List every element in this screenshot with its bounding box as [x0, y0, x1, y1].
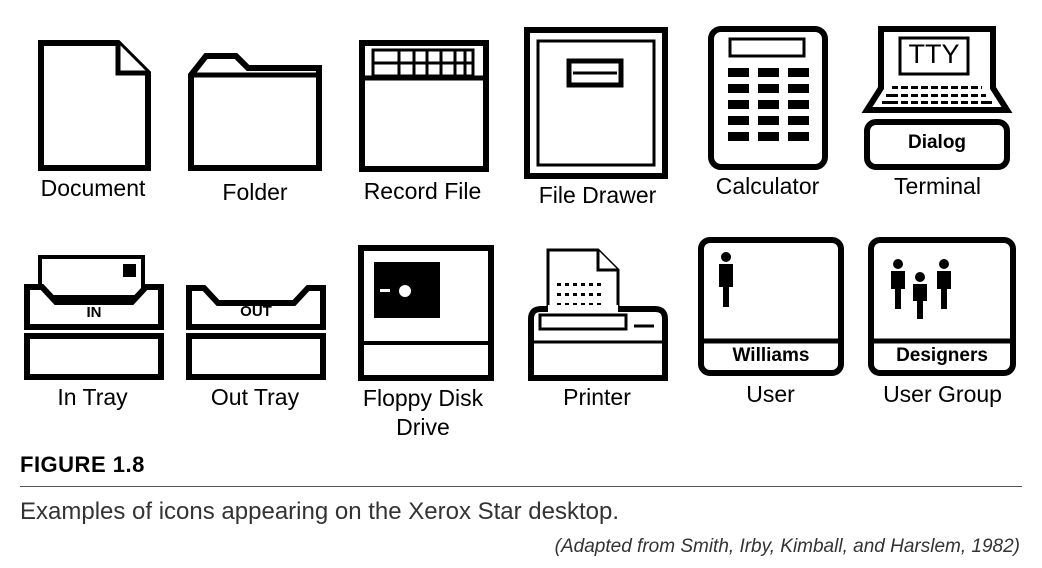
terminal-screen-text: TTY: [908, 39, 960, 69]
file-drawer-icon[interactable]: [524, 27, 668, 179]
printer-icon[interactable]: [528, 247, 668, 381]
figure-credit: (Adapted from Smith, Irby, Kimball, and …: [554, 536, 1020, 557]
out-tray-icon[interactable]: OUT: [186, 285, 326, 380]
figure-caption: Examples of icons appearing on the Xerox…: [20, 498, 620, 525]
user-name-text: Williams: [732, 345, 810, 366]
in-tray-label: In Tray: [57, 384, 128, 410]
floppy-label-line2: Drive: [396, 414, 450, 440]
out-tray-label: Out Tray: [210, 384, 300, 410]
document-icon[interactable]: [38, 40, 151, 171]
folder-icon[interactable]: [188, 53, 322, 171]
calculator-label: Calculator: [715, 173, 820, 199]
figure-label: FIGURE 1.8: [20, 452, 145, 477]
in-tray-text: IN: [86, 304, 102, 321]
terminal-label: Terminal: [894, 173, 981, 199]
floppy-label-line1: Floppy Disk: [362, 385, 484, 411]
caption-divider: [20, 486, 1022, 487]
user-group-label: User Group: [883, 381, 1002, 407]
in-tray-icon[interactable]: IN: [24, 254, 164, 380]
user-label: User: [746, 381, 795, 407]
terminal-icon[interactable]: TTY Dialog: [861, 26, 1013, 172]
folder-label: Folder: [222, 179, 288, 205]
file-drawer-label: File Drawer: [538, 182, 657, 208]
document-label: Document: [40, 175, 146, 201]
user-icon[interactable]: Williams: [698, 237, 844, 376]
terminal-dialog-text: Dialog: [907, 132, 967, 153]
floppy-disk-drive-icon[interactable]: [358, 245, 494, 381]
printer-label: Printer: [563, 384, 631, 410]
record-file-label: Record File: [363, 178, 482, 204]
calculator-icon[interactable]: [708, 26, 828, 170]
record-file-icon[interactable]: [359, 40, 489, 172]
out-tray-text: OUT: [240, 303, 272, 320]
user-group-icon[interactable]: Designers: [868, 237, 1016, 376]
user-group-name-text: Designers: [896, 345, 988, 366]
